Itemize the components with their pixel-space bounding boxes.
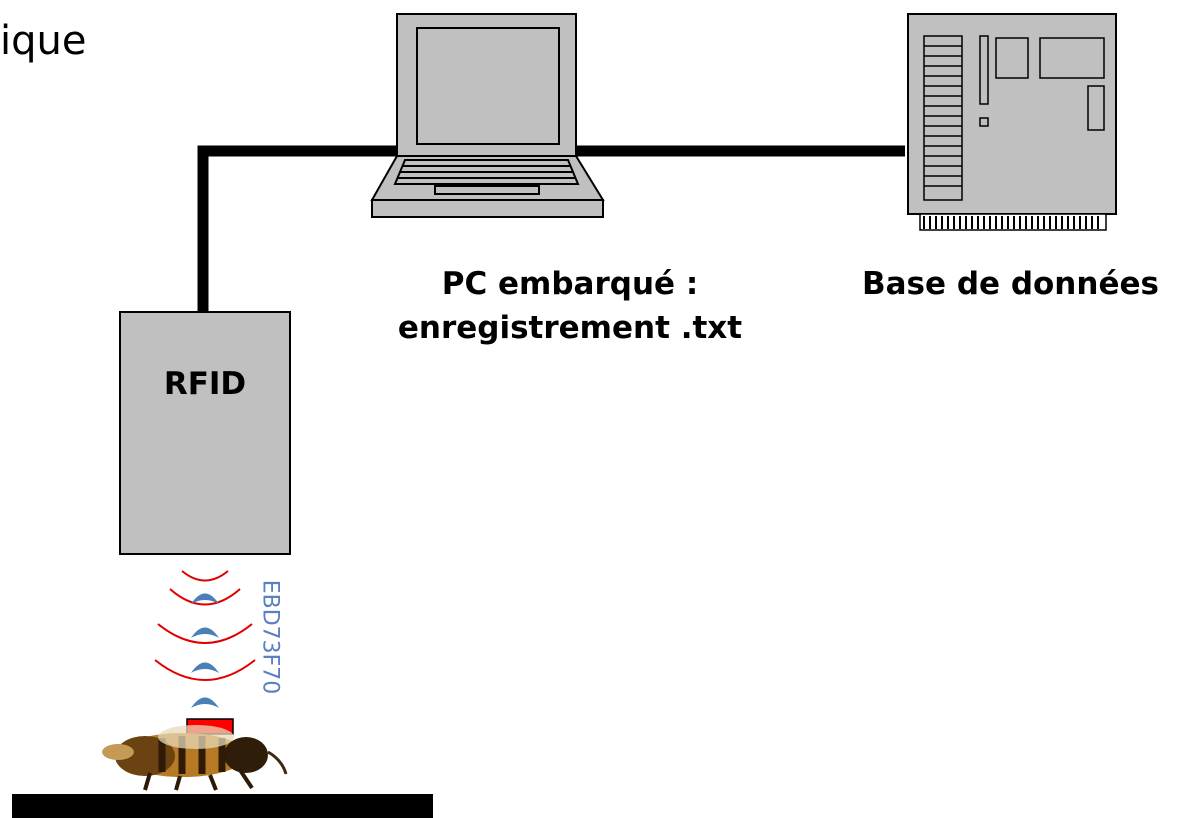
blue-wave-markers <box>191 593 219 708</box>
page-title: ique <box>0 18 87 64</box>
pc-label-line-1: PC embarqué : <box>441 266 699 302</box>
blue-wave-crescent <box>191 593 219 604</box>
server-tower-icon <box>907 13 1117 231</box>
pc-label: PC embarqué : enregistrement .txt <box>380 262 760 350</box>
blue-wave-crescent <box>191 662 219 673</box>
rfid-label: RFID <box>163 366 247 402</box>
blue-wave-crescent <box>191 697 219 708</box>
blue-wave-crescent <box>191 627 219 638</box>
red-wave-arc <box>154 659 256 681</box>
tag-id-label: EBD73F70 <box>257 579 283 695</box>
pc-label-line-2: enregistrement .txt <box>397 310 743 346</box>
rfid-reader-box <box>119 311 291 555</box>
database-label: Base de données <box>862 266 1159 302</box>
red-wave-arc <box>181 570 229 582</box>
red-wave-arc <box>157 623 253 644</box>
signal-waves <box>154 570 256 681</box>
ground-bar <box>12 794 433 818</box>
red-wave-arc <box>169 588 241 606</box>
laptop-icon <box>370 13 605 218</box>
bee-icon <box>102 725 288 791</box>
rfid-to-pc-cable <box>197 145 410 312</box>
connection-lines <box>197 145 905 312</box>
